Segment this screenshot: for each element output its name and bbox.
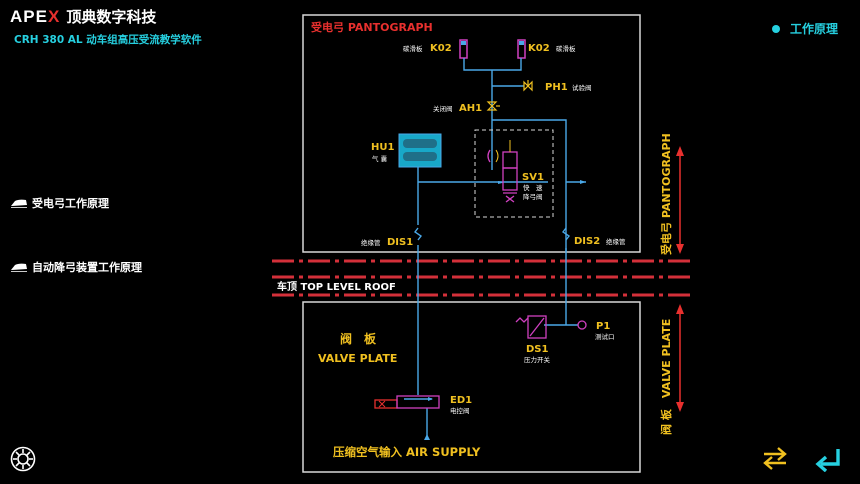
valve-plate-cn: 阀 板 — [340, 331, 377, 346]
roof-label: 车顶 TOP LEVEL ROOF — [277, 280, 396, 293]
ah1-valve-icon — [486, 101, 500, 111]
sv1-name2: 降弓阀 — [523, 192, 543, 201]
side-valve-plate-indicator: 阀 板 VALVE PLATE — [659, 304, 684, 435]
ds1-pressure-switch-icon — [515, 315, 547, 339]
brand: APEX 顶典数字科技 — [10, 6, 156, 27]
train-icon — [11, 199, 27, 208]
p1-name: 测试口 — [595, 332, 615, 341]
dis1-name: 绝缘管 — [361, 238, 381, 247]
ah1-name: 关闭阀 — [433, 104, 453, 113]
ah1-code: AH1 — [459, 103, 482, 114]
hu1-name: 气 囊 — [372, 154, 388, 163]
sv1-name1: 快 速 — [523, 183, 543, 192]
p1-code: P1 — [596, 321, 610, 332]
ph1-code: PH1 — [545, 82, 568, 93]
sv1-code: SV1 — [522, 172, 544, 183]
apex-logo: APEX — [10, 6, 61, 26]
dis2-insulator-icon — [561, 227, 571, 241]
hu1-code: HU1 — [371, 142, 394, 153]
valve-plate-en: VALVE PLATE — [318, 352, 397, 365]
ds1-code: DS1 — [526, 344, 549, 355]
side-pantograph-indicator: 受电弓 PANTOGRAPH — [659, 133, 684, 255]
train-icon — [11, 263, 27, 272]
air-supply-label: 压缩空气输入 AIR SUPPLY — [333, 445, 481, 459]
app-subtitle: CRH 380 AL 动车组高压受流教学软件 — [14, 34, 202, 46]
ds1-name: 压力开关 — [524, 355, 551, 364]
pantograph-box — [302, 14, 641, 253]
hu1-airbag-icon — [398, 133, 442, 168]
k02-left-name: 碳滑板 — [403, 44, 423, 53]
sidebar-item-pantograph[interactable]: 受电弓工作原理 — [10, 195, 109, 211]
p1-test-port-icon — [577, 320, 587, 330]
roof-lines — [272, 259, 695, 297]
dis2-code: DIS2 — [574, 236, 600, 247]
ed1-name: 电控阀 — [450, 406, 470, 415]
dis1-code: DIS1 — [387, 237, 413, 248]
bullet-icon — [771, 24, 780, 33]
section-title: 工作原理 — [771, 20, 838, 37]
swap-arrows-icon[interactable] — [760, 446, 790, 470]
valve-plate-box — [302, 301, 641, 473]
k02-right-name: 碳滑板 — [556, 44, 576, 53]
brand-name: 顶典数字科技 — [66, 8, 157, 26]
settings-gear-icon[interactable] — [10, 446, 36, 472]
sidebar-item-label: 受电弓工作原理 — [32, 197, 109, 210]
sidebar-item-label: 自动降弓装置工作原理 — [32, 261, 142, 274]
dis1-insulator-icon — [413, 227, 423, 241]
k02-right-code: K02 — [528, 43, 550, 54]
side-pantograph-label: 受电弓 PANTOGRAPH — [659, 133, 673, 255]
pantograph-title: 受电弓 PANTOGRAPH — [311, 20, 433, 34]
sv1-frame — [474, 129, 554, 218]
dis2-name: 绝缘管 — [606, 237, 626, 246]
air-pipes — [417, 58, 586, 440]
ed1-valve-icon — [374, 395, 440, 409]
ph1-name: 试验阀 — [572, 83, 592, 92]
back-arrow-icon[interactable] — [814, 446, 844, 472]
k02-left-code: K02 — [430, 43, 452, 54]
side-valve-plate-label: 阀 板 VALVE PLATE — [659, 319, 673, 435]
ed1-code: ED1 — [450, 395, 472, 406]
sidebar-item-auto-drop[interactable]: 自动降弓装置工作原理 — [10, 259, 142, 275]
ph1-valve-icon — [523, 80, 533, 92]
section-title-label: 工作原理 — [789, 22, 838, 36]
